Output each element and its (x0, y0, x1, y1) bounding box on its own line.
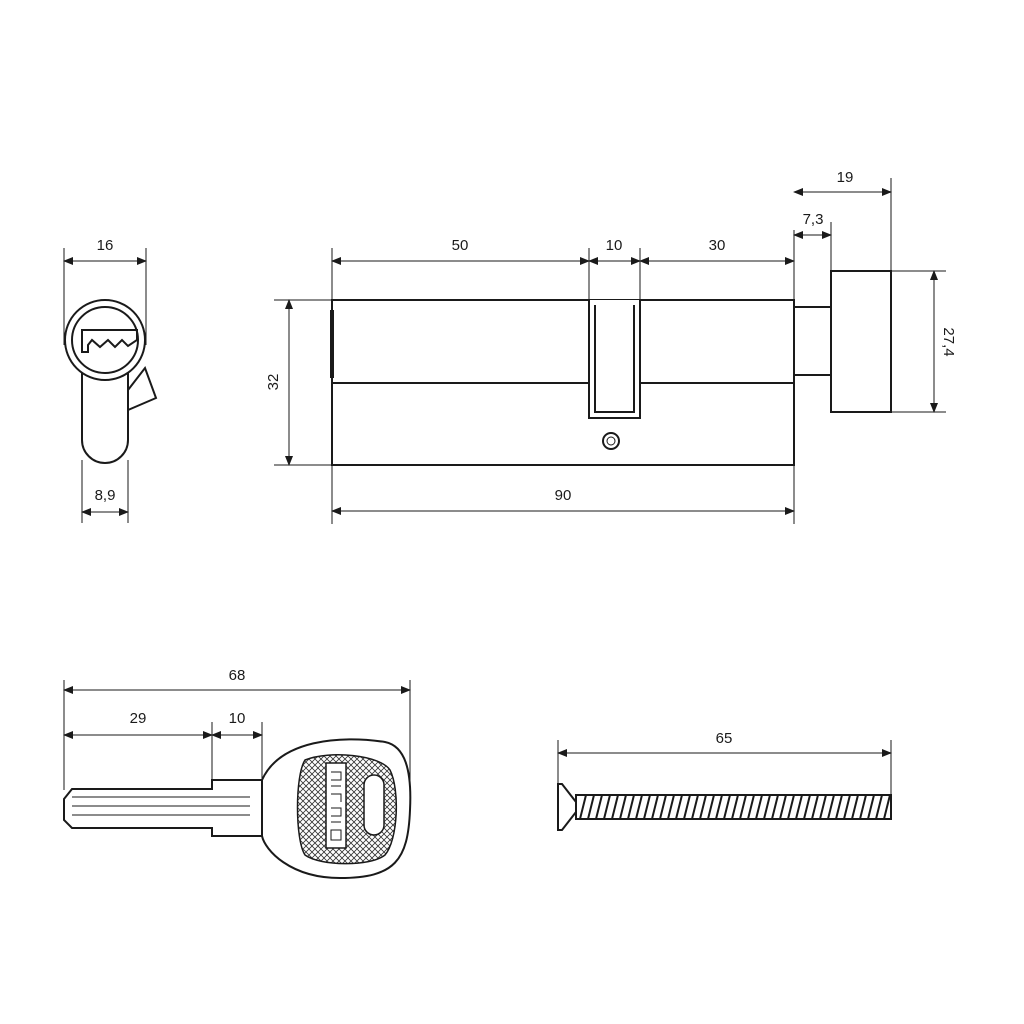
screw-view: 65 (557, 730, 892, 831)
dim-knob-offset: 7,3 (803, 211, 824, 228)
dim-front-width: 16 (97, 237, 114, 254)
dim-key-blade: 29 (130, 710, 147, 727)
dim-total-length: 90 (555, 487, 572, 504)
dim-screw-length: 65 (716, 730, 733, 747)
dim-front-bottom: 8,9 (95, 487, 116, 504)
keyway-icon (81, 329, 138, 353)
dim-half-b: 30 (709, 237, 726, 254)
front-view: 16 8,9 (63, 237, 158, 523)
cylinder-side-view: 50 10 30 32 90 19 7,3 27,4 (265, 169, 957, 524)
key-view: 68 29 10 (63, 667, 412, 880)
dim-cam: 10 (606, 237, 623, 254)
dim-key-total: 68 (229, 667, 246, 684)
dim-key-shoulder: 10 (229, 710, 246, 727)
brand-logo (325, 762, 347, 849)
dim-knob-width: 19 (837, 169, 854, 186)
dim-height: 32 (265, 374, 282, 391)
dim-knob-diameter: 27,4 (940, 327, 957, 356)
dim-half-a: 50 (452, 237, 469, 254)
cam-tab (127, 365, 158, 412)
